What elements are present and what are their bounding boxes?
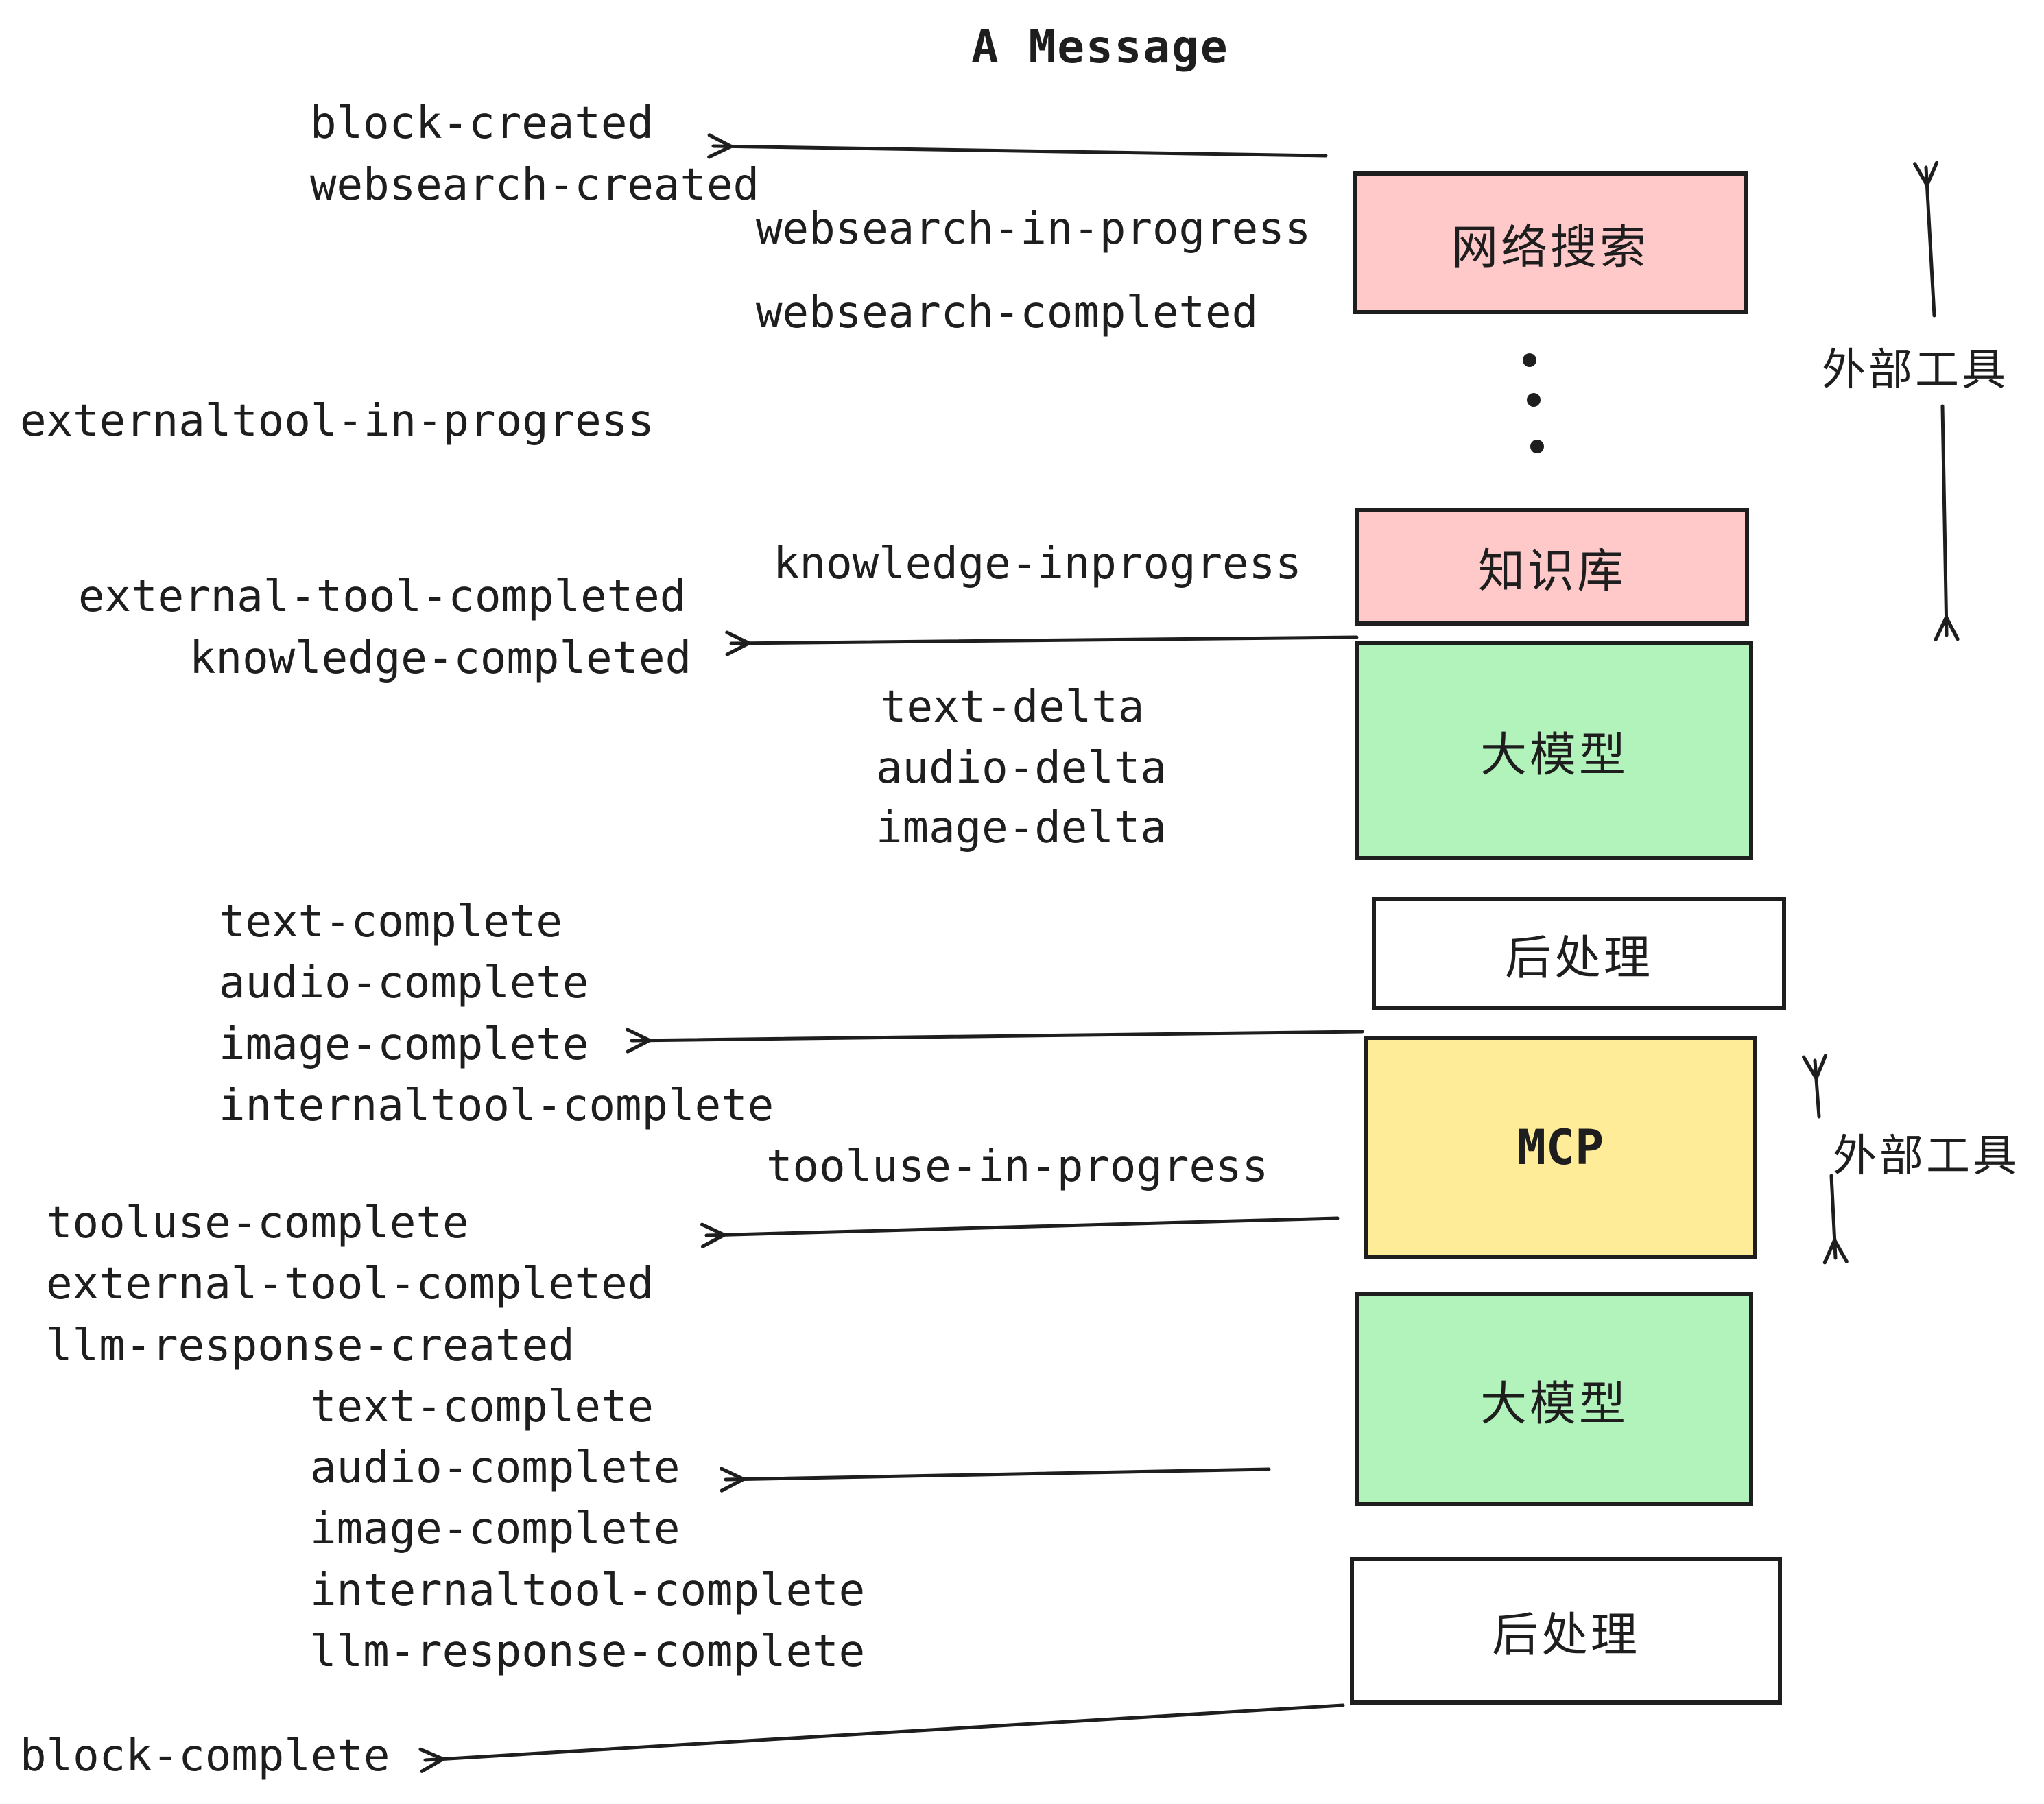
ellipsis-dot bbox=[1527, 393, 1541, 407]
box-llm-2: 大模型 bbox=[1355, 1292, 1753, 1506]
event-label-tooluse-complete: tooluse-complete bbox=[46, 1198, 469, 1248]
event-label-knowledge-completed: knowledge-completed bbox=[189, 633, 692, 684]
event-label-websearch-completed: websearch-completed bbox=[756, 287, 1259, 338]
event-label-external-tool-completed-2: external-tool-completed bbox=[46, 1259, 654, 1309]
box-mcp-label: MCP bbox=[1517, 1119, 1604, 1176]
event-label-text-delta: text-delta bbox=[880, 682, 1145, 733]
event-label-block-created: block-created bbox=[310, 98, 654, 149]
box-postprocess-1: 后处理 bbox=[1372, 897, 1786, 1010]
event-label-external-tool-completed: external-tool-completed bbox=[78, 571, 687, 622]
event-label-text-complete: text-complete bbox=[219, 897, 562, 947]
event-label-llm-response-created: llm-response-created bbox=[46, 1320, 575, 1371]
external-tools-down-arrow-1 bbox=[1934, 404, 1960, 641]
ellipsis-dot bbox=[1523, 353, 1536, 367]
box-postprocess-2-label: 后处理 bbox=[1491, 1609, 1640, 1663]
event-label-websearch-in-progress: websearch-in-progress bbox=[756, 204, 1311, 254]
box-mcp: MCP bbox=[1364, 1036, 1757, 1259]
event-label-audio-delta: audio-delta bbox=[876, 743, 1167, 794]
arrow-to-knowledge-completed bbox=[725, 630, 1359, 656]
event-label-tooluse-in-progress: tooluse-in-progress bbox=[766, 1141, 1269, 1192]
diagram-title: A Message bbox=[971, 21, 1229, 73]
event-label-internaltool-complete-2: internaltool-complete bbox=[310, 1565, 866, 1616]
external-tools-down-arrow-2 bbox=[1822, 1174, 1849, 1265]
ellipsis-dots bbox=[1523, 353, 1544, 453]
box-llm-2-label: 大模型 bbox=[1479, 1377, 1628, 1432]
event-label-llm-response-complete: llm-response-complete bbox=[310, 1626, 866, 1677]
arrow-to-websearch-created bbox=[707, 133, 1328, 159]
ellipsis-dot bbox=[1530, 440, 1544, 453]
external-tools-up-arrow-2 bbox=[1802, 1054, 1828, 1119]
arrow-to-audio-complete bbox=[720, 1467, 1271, 1493]
external-tools-label-2: 外部工具 bbox=[1833, 1131, 2019, 1182]
event-label-audio-complete: audio-complete bbox=[219, 958, 589, 1008]
arrow-to-block-complete bbox=[418, 1703, 1345, 1773]
box-websearch-label: 网络搜索 bbox=[1451, 220, 1649, 275]
box-knowledge-label: 知识库 bbox=[1477, 544, 1626, 599]
box-postprocess-1-label: 后处理 bbox=[1504, 931, 1653, 986]
event-label-knowledge-inprogress: knowledge-inprogress bbox=[773, 538, 1302, 589]
event-label-websearch-created: websearch-created bbox=[310, 160, 760, 211]
box-knowledge: 知识库 bbox=[1355, 508, 1749, 626]
event-label-image-delta: image-delta bbox=[876, 803, 1167, 853]
event-label-text-complete-2: text-complete bbox=[310, 1381, 654, 1432]
event-label-externaltool-in-progress: externaltool-in-progress bbox=[20, 396, 654, 447]
box-websearch: 网络搜索 bbox=[1353, 171, 1748, 314]
event-label-image-complete-2: image-complete bbox=[310, 1504, 680, 1554]
event-label-block-complete: block-complete bbox=[20, 1731, 390, 1781]
external-tools-up-arrow-1 bbox=[1913, 161, 1939, 318]
event-label-audio-complete-2: audio-complete bbox=[310, 1443, 680, 1493]
box-llm-1-label: 大模型 bbox=[1479, 728, 1628, 783]
event-label-internaltool-complete: internaltool-complete bbox=[219, 1080, 774, 1131]
box-postprocess-2: 后处理 bbox=[1350, 1557, 1782, 1705]
box-llm-1: 大模型 bbox=[1355, 641, 1753, 860]
arrow-to-tooluse-complete bbox=[700, 1216, 1340, 1248]
arrow-to-image-complete bbox=[626, 1028, 1364, 1054]
event-label-image-complete: image-complete bbox=[219, 1019, 589, 1070]
external-tools-label-1: 外部工具 bbox=[1822, 345, 2008, 396]
